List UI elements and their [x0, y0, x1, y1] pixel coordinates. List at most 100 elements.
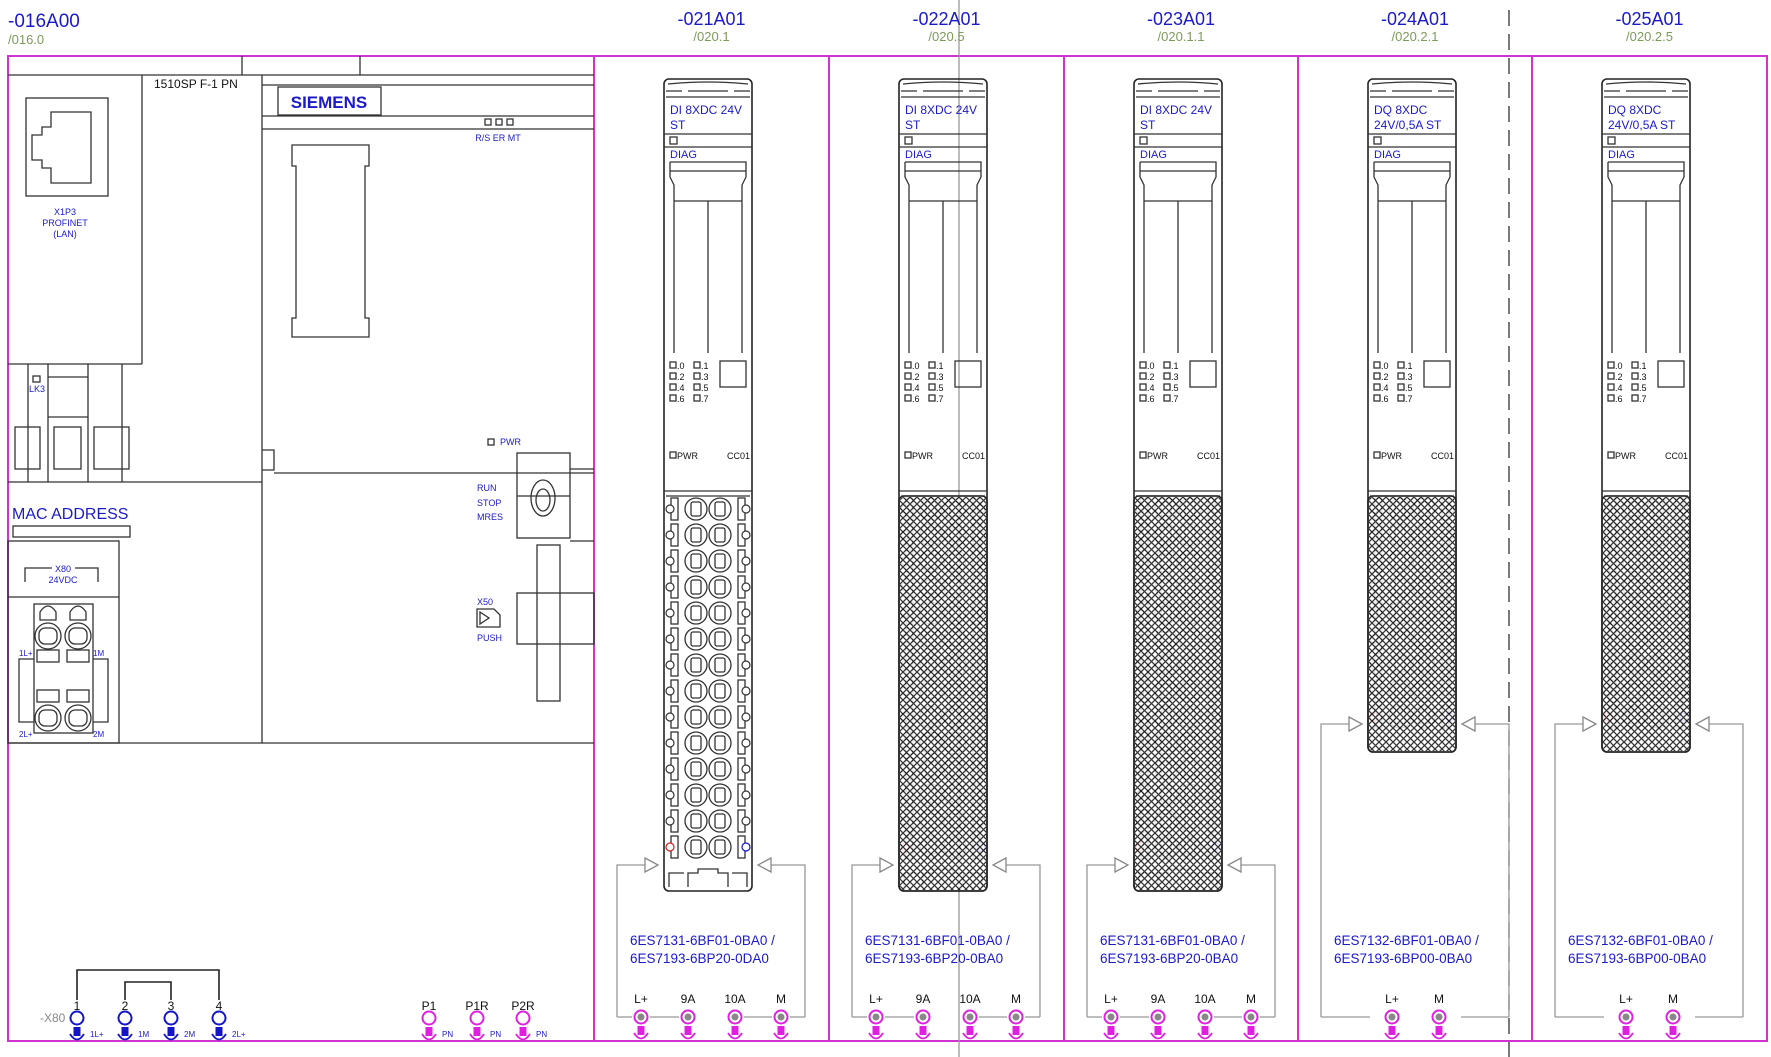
module-ref-link[interactable]: /020.5	[928, 29, 964, 44]
terminal-opening	[690, 813, 702, 829]
push-in-terminal-icon[interactable]	[708, 627, 732, 651]
terminal-connector-icon[interactable]	[211, 1010, 227, 1041]
push-in-terminal-icon[interactable]	[684, 835, 708, 859]
terminal-connector-icon[interactable]	[117, 1010, 133, 1041]
potential-feed-line-right	[771, 864, 806, 1017]
channel-led-label: .5	[1405, 383, 1413, 393]
channel-led-icon	[669, 394, 677, 402]
terminal-connector-icon[interactable]	[1431, 1009, 1447, 1040]
x80-terminal-sub: 2M	[184, 1030, 195, 1039]
terminal-clip	[915, 1032, 931, 1040]
terminal-connector-icon[interactable]	[515, 1010, 531, 1041]
terminal-connector-icon[interactable]	[1618, 1009, 1634, 1040]
terminal-connector-icon[interactable]	[1197, 1009, 1213, 1040]
terminal-circle	[117, 1010, 133, 1026]
pwr-led-icon	[487, 438, 495, 446]
module-led-icon	[1373, 136, 1382, 145]
push-in-terminal-icon[interactable]	[684, 575, 708, 599]
terminal-opening	[690, 605, 702, 621]
terminal-connector-icon[interactable]	[69, 1010, 85, 1041]
x80-terminal-sub: 2L+	[232, 1030, 246, 1039]
plug-spring	[36, 649, 60, 663]
push-in-terminal-icon[interactable]	[684, 809, 708, 833]
terminal-connector-icon[interactable]	[1384, 1009, 1400, 1040]
terminal-connector-icon[interactable]	[421, 1010, 437, 1041]
pwr-led-icon	[1139, 451, 1147, 459]
push-in-terminal-icon[interactable]	[708, 679, 732, 703]
terminal-connector-icon[interactable]	[1150, 1009, 1166, 1040]
push-in-terminal-icon[interactable]	[684, 523, 708, 547]
terminal-connector-icon[interactable]	[1243, 1009, 1259, 1040]
push-in-terminal-icon[interactable]	[684, 783, 708, 807]
push-in-terminal-icon[interactable]	[684, 679, 708, 703]
terminal-connector-icon[interactable]	[1008, 1009, 1024, 1040]
status-led-icon	[506, 118, 514, 126]
push-in-terminal-icon[interactable]	[684, 497, 708, 521]
module-ref-link[interactable]: /020.1	[693, 29, 729, 44]
test-point	[665, 842, 675, 852]
push-in-terminal-icon[interactable]	[708, 705, 732, 729]
terminal-connector-icon[interactable]	[868, 1009, 884, 1040]
plug-screw-circle	[34, 704, 62, 732]
terminal-clip	[962, 1032, 978, 1040]
x80-jumper-2-3	[124, 981, 172, 1000]
push-in-terminal-icon[interactable]	[684, 601, 708, 625]
channel-led-icon	[904, 394, 912, 402]
push-in-terminal-icon[interactable]	[684, 549, 708, 573]
module-ref-link[interactable]: /020.2.1	[1392, 29, 1439, 44]
module-top-cap	[901, 81, 985, 98]
terminal-pin	[637, 1026, 645, 1035]
plug-label-2l: 2L+	[19, 730, 33, 739]
terminal-connector-icon[interactable]	[469, 1010, 485, 1041]
push-in-terminal-icon[interactable]	[708, 809, 732, 833]
module-ref-link[interactable]: /020.1.1	[1158, 29, 1205, 44]
terminal-label: 10A	[959, 992, 980, 1006]
terminal-connector-icon[interactable]	[915, 1009, 931, 1040]
terminal-connector-icon[interactable]	[1103, 1009, 1119, 1040]
push-in-terminal-icon[interactable]	[708, 731, 732, 755]
terminal-pin	[1154, 1026, 1162, 1035]
terminal-pin	[684, 1026, 692, 1035]
terminal-pin	[919, 1026, 927, 1035]
push-in-terminal-icon[interactable]	[708, 497, 732, 521]
mode-switch-icon[interactable]	[530, 479, 556, 517]
push-in-terminal-icon[interactable]	[684, 705, 708, 729]
push-in-terminal-icon[interactable]	[684, 757, 708, 781]
push-in-terminal-icon[interactable]	[684, 653, 708, 677]
push-in-terminal-icon[interactable]	[684, 627, 708, 651]
channel-led-label: .0	[1615, 361, 1623, 371]
module-top-cap	[1604, 81, 1688, 98]
potential-feed-line-left	[1086, 864, 1115, 1017]
terminal-connector-icon[interactable]	[727, 1009, 743, 1040]
push-in-terminal-icon[interactable]	[708, 783, 732, 807]
push-in-terminal-icon[interactable]	[708, 523, 732, 547]
terminal-connector-icon[interactable]	[163, 1010, 179, 1041]
module-ref-link[interactable]: /020.2.5	[1626, 29, 1673, 44]
terminal-connector-icon[interactable]	[773, 1009, 789, 1040]
push-in-terminal-icon[interactable]	[684, 731, 708, 755]
rj45-port-frame	[25, 97, 109, 197]
push-in-terminal-icon[interactable]	[708, 757, 732, 781]
push-in-terminal-icon[interactable]	[708, 653, 732, 677]
io-module-023A01[interactable]: -023A01/020.1.1DI 8XDC 24VSTDIAG.0.1.2.3…	[1086, 9, 1276, 1040]
terminal-dot	[966, 1013, 974, 1021]
terminal-dot	[1012, 1013, 1020, 1021]
io-module-022A01[interactable]: -022A01/020.5DI 8XDC 24VSTDIAG.0.1.2.3.4…	[851, 9, 1041, 1040]
push-in-terminal-icon[interactable]	[708, 601, 732, 625]
push-in-terminal-icon[interactable]	[708, 575, 732, 599]
terminal-pin	[519, 1027, 527, 1036]
io-module-021A01[interactable]: -021A01/020.1DI 8XDC 24VSTDIAG.0.1.2.3.4…	[616, 9, 806, 1040]
channel-led-icon	[693, 361, 701, 369]
terminal-connector-icon[interactable]	[1665, 1009, 1681, 1040]
terminal-connector-icon[interactable]	[962, 1009, 978, 1040]
terminal-connector-icon[interactable]	[680, 1009, 696, 1040]
cpu-ref-link[interactable]: /016.0	[8, 32, 44, 47]
terminal-connector-icon[interactable]	[633, 1009, 649, 1040]
push-in-terminal-icon[interactable]	[708, 549, 732, 573]
pwr-label: PWR	[677, 451, 698, 461]
push-in-terminal-icon[interactable]	[708, 835, 732, 859]
